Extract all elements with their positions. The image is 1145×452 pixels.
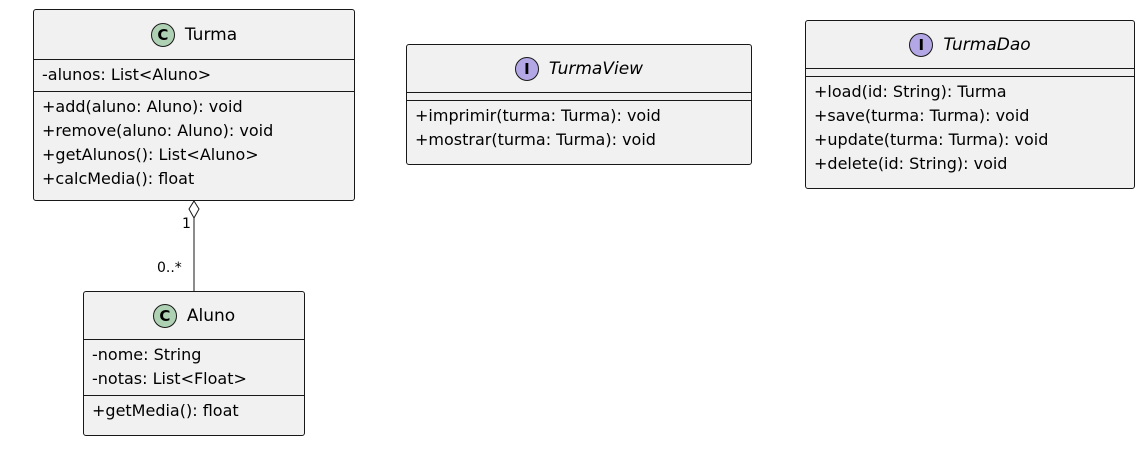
class-badge-icon: C [150, 22, 175, 47]
method: +update(turma: Turma): void [814, 130, 1049, 149]
interface-turmadao[interactable]: I TurmaDao +load(id: String): Turma +sav… [805, 20, 1135, 189]
attributes-section: -alunos: List<Aluno> [34, 60, 354, 92]
method: +mostrar(turma: Turma): void [415, 130, 656, 149]
attribute: -nome: String [92, 345, 202, 364]
interface-header: I TurmaView [407, 45, 751, 93]
method: +imprimir(turma: Turma): void [415, 106, 661, 125]
multiplicity-turma: 1 [182, 216, 191, 232]
method: +add(aluno: Aluno): void [42, 97, 243, 116]
method: +delete(id: String): void [814, 154, 1008, 173]
class-name: Turma [184, 24, 238, 45]
attributes-section: -nome: String -notas: List<Float> [84, 340, 304, 396]
method: +calcMedia(): float [42, 169, 195, 188]
attributes-section [407, 93, 751, 101]
attributes-section [806, 69, 1134, 77]
class-name: Aluno [186, 305, 236, 326]
methods-section: +load(id: String): Turma +save(turma: Tu… [806, 77, 1134, 180]
class-header: C Aluno [84, 292, 304, 340]
methods-section: +add(aluno: Aluno): void +remove(aluno: … [34, 92, 354, 195]
aggregation-diamond [188, 200, 200, 220]
interface-badge-icon: I [514, 56, 539, 81]
multiplicity-aluno: 0..* [157, 260, 182, 276]
method: +getMedia(): float [92, 401, 239, 420]
method: +remove(aluno: Aluno): void [42, 121, 274, 140]
method: +save(turma: Turma): void [814, 106, 1030, 125]
class-badge-icon: C [152, 303, 177, 328]
methods-section: +imprimir(turma: Turma): void +mostrar(t… [407, 101, 751, 156]
interface-turmaview[interactable]: I TurmaView +imprimir(turma: Turma): voi… [406, 44, 752, 165]
interface-badge-icon: I [909, 32, 934, 57]
class-aluno[interactable]: C Aluno -nome: String -notas: List<Float… [83, 291, 305, 436]
class-header: C Turma [34, 10, 354, 60]
interface-name: TurmaDao [943, 34, 1031, 55]
class-turma[interactable]: C Turma -alunos: List<Aluno> +add(aluno:… [33, 9, 355, 201]
method: +load(id: String): Turma [814, 82, 1007, 101]
method: +getAlunos(): List<Aluno> [42, 145, 259, 164]
attribute: -notas: List<Float> [92, 369, 247, 388]
interface-header: I TurmaDao [806, 21, 1134, 69]
attribute: -alunos: List<Aluno> [42, 65, 212, 84]
methods-section: +getMedia(): float [84, 396, 304, 427]
interface-name: TurmaView [548, 58, 644, 79]
